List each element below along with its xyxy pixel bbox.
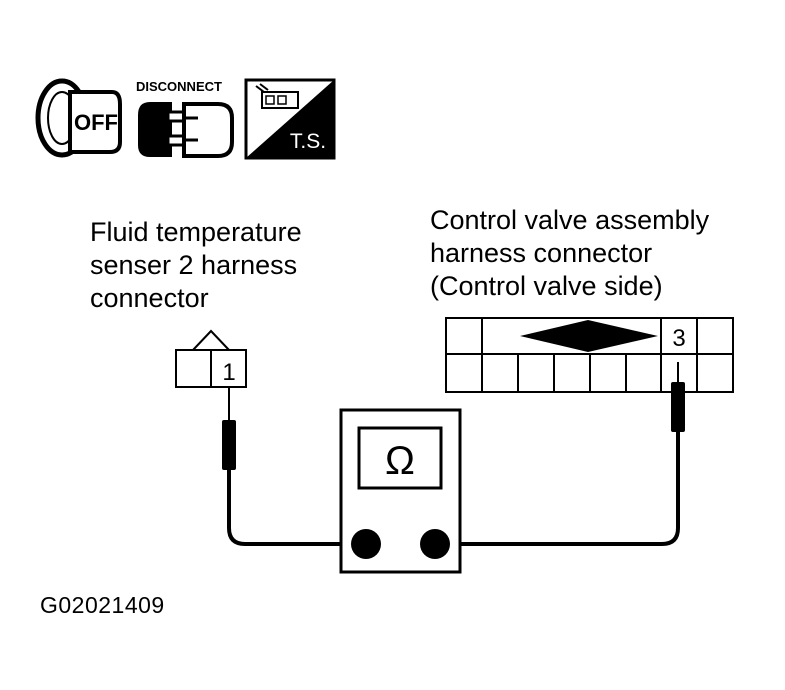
ohmmeter: Ω bbox=[339, 408, 462, 574]
control-valve-terminal-3: 3 bbox=[672, 325, 685, 352]
ohmmeter-terminal-left bbox=[351, 529, 381, 559]
control-valve-label-line-2: harness connector bbox=[430, 238, 653, 268]
ignition-off-icon: OFF bbox=[35, 78, 122, 158]
fluid-sensor-label-line-2: senser 2 harness bbox=[90, 250, 298, 280]
test-leads bbox=[227, 432, 680, 546]
connector-key-diamond bbox=[520, 320, 658, 352]
ohmmeter-terminal-right bbox=[420, 529, 450, 559]
ohm-symbol: Ω bbox=[385, 439, 415, 483]
ignition-off-text: OFF bbox=[74, 110, 118, 135]
fluid-sensor-label-line-1: Fluid temperature bbox=[90, 217, 302, 247]
fluid-sensor-label-line-3: connector bbox=[90, 283, 209, 313]
ohmmeter-display bbox=[357, 426, 443, 490]
document-code: G02021409 bbox=[40, 592, 165, 618]
terminal-set-icon: T.S. bbox=[244, 78, 336, 160]
disconnect-connector-icon: DISCONNECT bbox=[136, 79, 234, 158]
left-probe bbox=[222, 388, 236, 470]
fluid-sensor-terminal-1: 1 bbox=[222, 359, 235, 386]
control-valve-label: Control valve assembly harness connector… bbox=[430, 204, 709, 303]
left-test-lead bbox=[227, 470, 345, 546]
fluid-sensor-label: Fluid temperature senser 2 harness conne… bbox=[90, 216, 302, 315]
control-valve-label-line-3: (Control valve side) bbox=[430, 271, 663, 301]
control-valve-label-line-1: Control valve assembly bbox=[430, 205, 710, 235]
right-probe bbox=[671, 362, 685, 432]
right-test-lead bbox=[460, 432, 680, 546]
terminal-set-text: T.S. bbox=[290, 130, 326, 153]
control-valve-connector: 3 bbox=[445, 317, 734, 393]
disconnect-text: DISCONNECT bbox=[136, 79, 222, 94]
fluid-sensor-connector: 1 bbox=[175, 329, 247, 388]
